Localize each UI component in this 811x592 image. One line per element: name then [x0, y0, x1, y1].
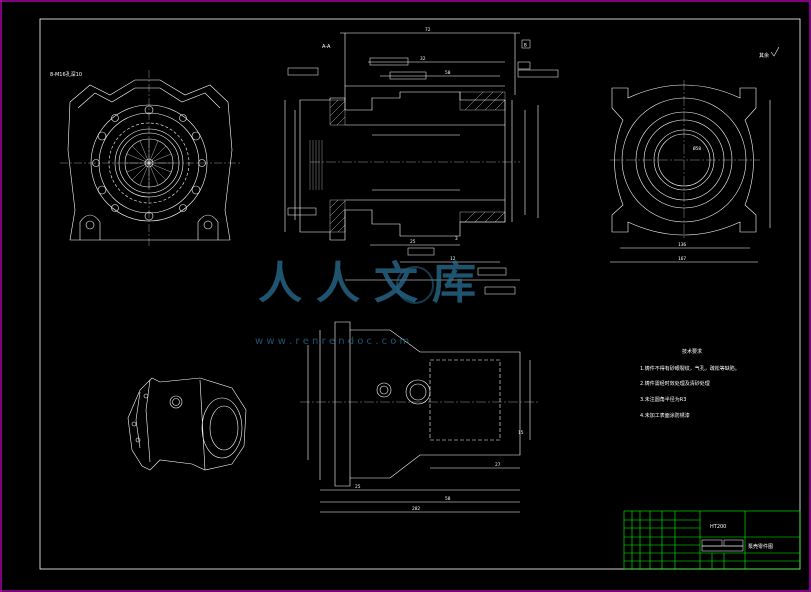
dim-right-w: 136 — [678, 242, 686, 248]
title-block-cells — [701, 539, 744, 552]
dim-front-d: 12 — [450, 256, 456, 262]
tech-item-4: 4.未加工表面涂防锈漆 — [640, 412, 690, 419]
section-label: A-A — [322, 44, 331, 50]
inner-border — [39, 18, 801, 570]
tech-heading: 技术要求 — [682, 348, 702, 355]
dim-front-a: 32 — [420, 56, 426, 62]
tech-requirements: 技术要求 1.铸件不得有砂眼裂纹，气孔，疏松等缺陷。 2.铸件需经时效处理及清砂… — [640, 348, 740, 419]
bottom-view — [300, 321, 540, 513]
right-view — [610, 80, 771, 263]
dim-right-dia: Ø58 — [693, 145, 701, 152]
watermark: 人人文库 w w w . r e n r e n d o c . c o m — [255, 258, 490, 347]
tech-item-2: 2.铸件需经时效处理及清砂处理 — [640, 380, 710, 387]
tech-item-3: 3.未注圆角半径为R3 — [640, 396, 686, 403]
title-block — [623, 510, 801, 570]
svg-text:其余: 其余 — [759, 52, 769, 59]
dim-front-c: 25 — [410, 239, 416, 245]
dim-front-b: 50 — [445, 70, 451, 76]
svg-text:B: B — [524, 43, 527, 49]
datum-b-marker: B — [521, 39, 531, 49]
dim-bottom-total: 282 — [412, 506, 420, 512]
left-view — [60, 70, 240, 248]
left-note: 8-M16孔深10 — [50, 71, 82, 78]
tech-item-1: 1.铸件不得有砂眼裂纹，气孔，疏松等缺陷。 — [640, 365, 740, 372]
dim-bottom-d: 15 — [518, 430, 524, 436]
front-section-view — [284, 32, 539, 281]
watermark-url: w w w . r e n r e n d o c . c o m — [255, 336, 409, 347]
dim-bottom-a: 58 — [445, 496, 451, 502]
tolerance-frames — [287, 57, 559, 295]
isometric-view — [127, 377, 247, 471]
roughness-note: 其余 — [759, 46, 780, 59]
watermark-brand: 人人文库 — [258, 258, 490, 309]
material-label: HT200 — [710, 524, 726, 530]
dim-bottom-b: 25 — [355, 484, 361, 490]
dim-bottom-c: 27 — [495, 462, 501, 468]
dim-front-e: 3 — [455, 236, 458, 242]
dim-front-top: 72 — [425, 27, 431, 33]
dim-right-h: 167 — [678, 256, 686, 262]
part-title: 泵壳零件图 — [748, 543, 773, 550]
